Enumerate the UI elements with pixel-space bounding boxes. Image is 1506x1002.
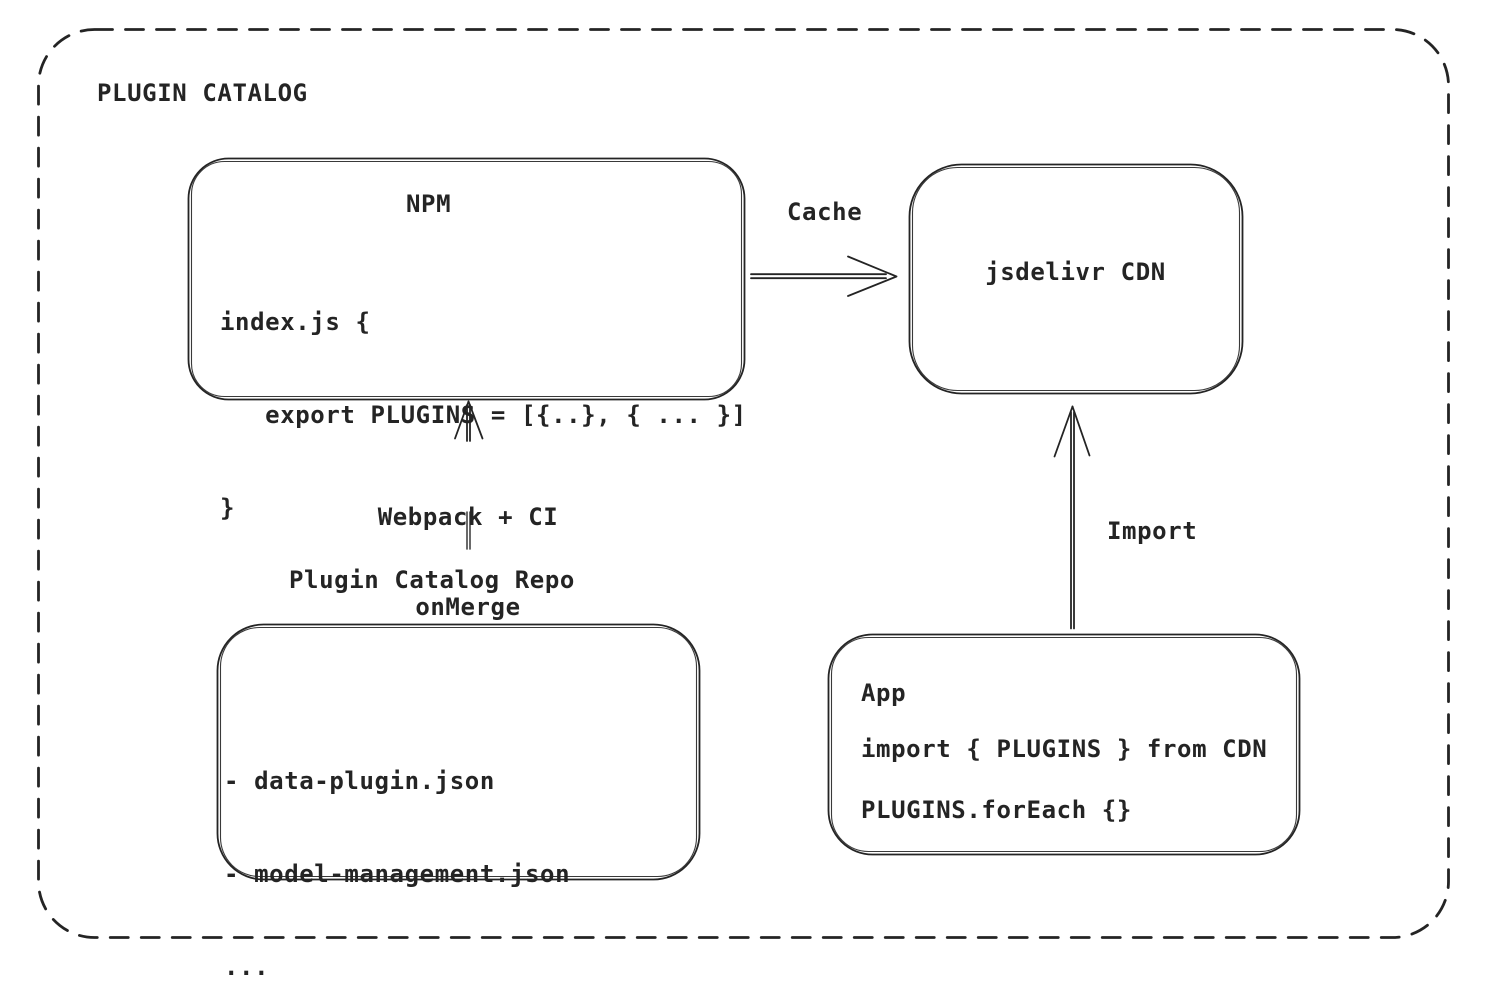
repo-file-item-1: - data-plugin.json	[224, 767, 495, 795]
repo-file-item-3: ...	[224, 953, 270, 981]
cache-arrow-label: Cache	[787, 198, 863, 226]
repo-file-list: - data-plugin.json - model-management.js…	[224, 704, 570, 1002]
npm-code-line-2: export PLUGINS = [{..}, { ... }]	[220, 401, 747, 429]
import-arrow-label: Import	[1107, 517, 1198, 545]
npm-code: index.js { export PLUGINS = [{..}, { ...…	[220, 245, 747, 586]
cdn-label: jsdelivr CDN	[985, 258, 1166, 286]
webpack-ci-label-line-2: onMerge	[415, 593, 521, 621]
npm-code-line-1: index.js {	[220, 308, 371, 336]
npm-code-line-3: }	[220, 494, 236, 522]
webpack-ci-arrow-label: Webpack + CI onMerge	[348, 442, 588, 682]
app-code-line-1: import { PLUGINS } from CDN	[861, 735, 1268, 763]
webpack-ci-label-line-1: Webpack + CI	[377, 503, 559, 531]
diagram-title: PLUGIN CATALOG	[97, 79, 308, 107]
cdn-box	[908, 163, 1244, 395]
app-title: App	[861, 679, 907, 707]
app-box	[827, 633, 1301, 856]
webpack-ci-arrow-icon	[454, 400, 484, 550]
repo-label: Plugin Catalog Repo	[289, 566, 575, 594]
import-arrow-icon	[1053, 405, 1091, 630]
catalog-boundary-border	[37, 28, 1450, 939]
npm-title: NPM	[406, 190, 452, 218]
repo-box	[216, 623, 701, 881]
repo-file-item-2: - model-management.json	[224, 860, 571, 888]
npm-box	[187, 157, 746, 401]
app-code-line-2: PLUGINS.forEach {}	[861, 796, 1132, 824]
cache-arrow-icon	[750, 255, 898, 297]
